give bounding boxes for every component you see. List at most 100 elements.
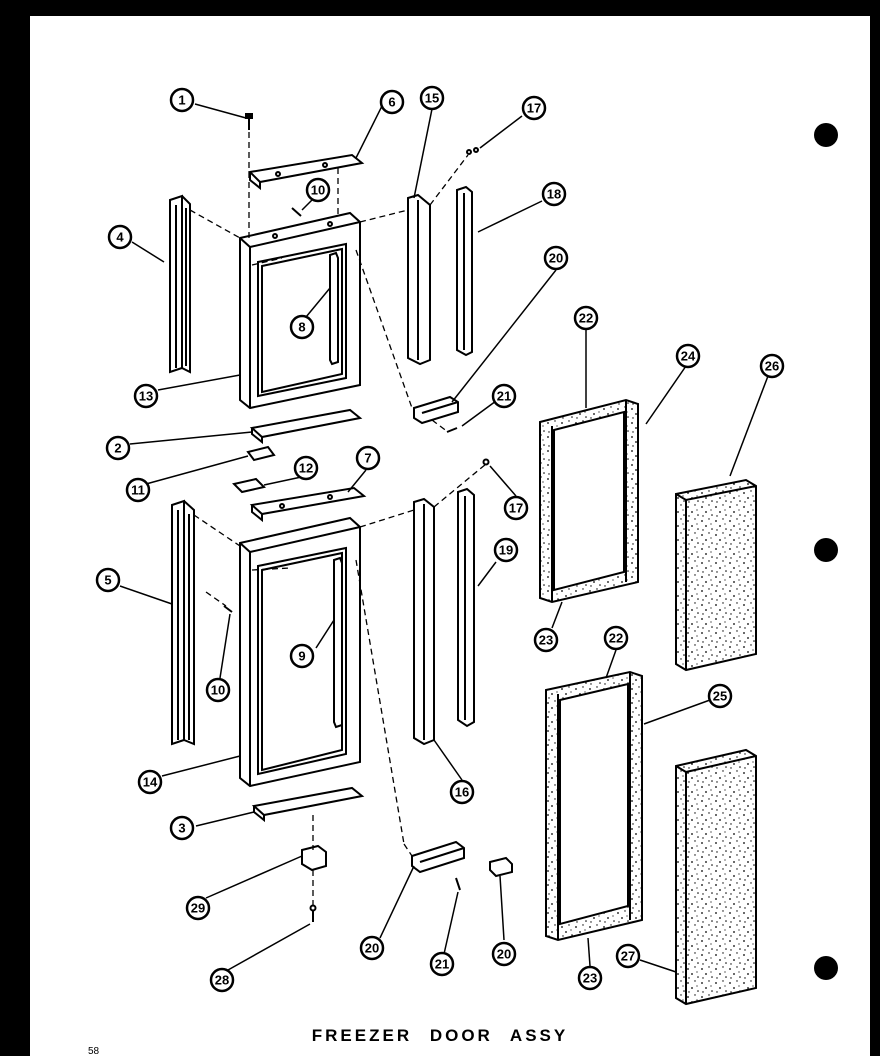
callout-label: 11	[131, 483, 145, 498]
callout-label: 28	[215, 973, 229, 988]
callout-7: 7	[355, 445, 381, 471]
callout-label: 16	[455, 785, 469, 800]
callout-10: 10	[205, 677, 231, 703]
callout-label: 7	[364, 451, 371, 466]
callout-label: 6	[388, 95, 395, 110]
callout-22: 22	[573, 305, 599, 331]
callout-24: 24	[675, 343, 701, 369]
callout-8: 8	[289, 314, 315, 340]
callout-circle	[533, 627, 559, 653]
callout-17: 17	[521, 95, 547, 121]
callout-label: 22	[579, 311, 593, 326]
part-7-top-bracket-lower	[249, 486, 367, 523]
callout-circle	[543, 245, 569, 271]
part-14-lower-door-frame	[239, 516, 361, 788]
callout-21: 21	[491, 383, 517, 409]
callout-3: 3	[169, 815, 195, 841]
callout-12: 12	[293, 455, 319, 481]
callout-circle	[577, 965, 603, 991]
callout-circle	[419, 85, 445, 111]
callout-label: 4	[116, 230, 124, 245]
part-12-spacer	[232, 477, 266, 494]
callout-circle	[491, 941, 517, 967]
callout-label: 12	[299, 461, 313, 476]
callout-circle	[107, 224, 133, 250]
callout-6: 6	[379, 89, 405, 115]
callout-label: 18	[547, 187, 561, 202]
callout-label: 27	[621, 949, 635, 964]
callout-15: 15	[419, 85, 445, 111]
callout-label: 17	[509, 501, 523, 516]
callout-circle	[429, 951, 455, 977]
callout-leader-lines	[119, 103, 769, 973]
callout-label: 17	[527, 101, 541, 116]
callout-label: 22	[609, 631, 623, 646]
callout-18: 18	[541, 181, 567, 207]
callout-21: 21	[429, 951, 455, 977]
diagram-title: FREEZER DOOR ASSY	[311, 1026, 569, 1045]
callout-circle	[449, 779, 475, 805]
callout-circle	[359, 935, 385, 961]
part-10-screw-lower	[223, 605, 233, 613]
binder-hole	[814, 538, 838, 562]
callout-circle	[759, 353, 785, 379]
callout-label: 9	[298, 649, 305, 664]
callout-26: 26	[759, 353, 785, 379]
callout-circle	[305, 177, 331, 203]
callout-label: 29	[191, 901, 205, 916]
callout-label: 15	[425, 91, 439, 106]
callout-label: 20	[365, 941, 379, 956]
callout-22: 22	[603, 625, 629, 651]
callout-label: 19	[499, 543, 513, 558]
callout-2: 2	[105, 435, 131, 461]
part-17-screw-upper	[466, 147, 479, 155]
callout-23: 23	[533, 627, 559, 653]
callout-circle	[675, 343, 701, 369]
part-4-left-rail-upper	[169, 194, 191, 374]
callout-28: 28	[209, 967, 235, 993]
callout-label: 21	[497, 389, 511, 404]
callout-label: 24	[681, 349, 696, 364]
part-8-upper-channel	[329, 251, 339, 366]
callout-circle	[379, 89, 405, 115]
callout-circle	[209, 967, 235, 993]
callout-label: 21	[435, 957, 449, 972]
part-19-lower-side-channel	[457, 487, 475, 728]
callout-20: 20	[491, 941, 517, 967]
part-5-left-rail-lower	[171, 499, 195, 746]
callout-4: 4	[107, 224, 133, 250]
page-number: 58	[88, 1046, 100, 1056]
callout-circle	[185, 895, 211, 921]
part-11-spacer	[246, 445, 276, 462]
callout-circle	[573, 305, 599, 331]
part-21-screw-upper	[446, 427, 458, 433]
callout-circle	[169, 815, 195, 841]
callout-circle	[289, 314, 315, 340]
callout-20: 20	[543, 245, 569, 271]
part-29-door-stop	[301, 844, 327, 872]
part-21-screw-lower	[455, 877, 461, 891]
callout-circle	[205, 677, 231, 703]
callout-29: 29	[185, 895, 211, 921]
callout-circle	[541, 181, 567, 207]
callout-17: 17	[503, 495, 529, 521]
part-28-screw	[309, 904, 317, 922]
callout-16: 16	[449, 779, 475, 805]
callout-label: 3	[178, 821, 185, 836]
callout-11: 11	[125, 477, 151, 503]
part-2-lower-bracket-upper	[249, 408, 363, 445]
callout-circle	[105, 435, 131, 461]
callout-label: 23	[583, 971, 597, 986]
callout-circle	[133, 383, 159, 409]
callout-circle	[603, 625, 629, 651]
callout-label: 5	[104, 573, 111, 588]
callout-circle	[289, 643, 315, 669]
callout-circle	[293, 455, 319, 481]
callout-label: 25	[713, 689, 727, 704]
callout-label: 1	[178, 93, 185, 108]
part-20-hinge-cap	[489, 856, 513, 878]
callout-label: 10	[211, 683, 225, 698]
part-15-upper-side-channel	[407, 193, 431, 366]
